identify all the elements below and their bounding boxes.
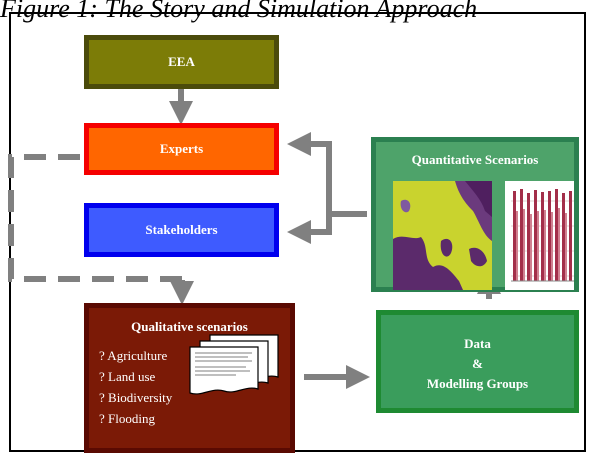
figure-title: Figure 1: The Story and Simulation Appro… <box>0 0 478 23</box>
qualitative-scenarios-label: Qualitative scenarios <box>131 319 248 334</box>
experts-box: Experts <box>84 123 279 175</box>
modelling-groups-label: Modelling Groups <box>426 375 529 391</box>
eea-box: EEA <box>84 35 279 89</box>
experts-label: Experts <box>159 141 204 156</box>
list-item: ? Biodiversity <box>99 390 173 405</box>
data-modelling-groups-box: Data & Modelling Groups <box>376 310 579 413</box>
eea-label: EEA <box>168 54 195 69</box>
quantitative-scenarios-box: Quantitative Scenarios <box>371 137 579 292</box>
stakeholders-label: Stakeholders <box>145 222 218 237</box>
list-item: ? Land use <box>99 369 156 384</box>
document-stack-icon <box>186 333 282 397</box>
list-item: ? Flooding <box>99 411 155 426</box>
data-label: Data <box>464 335 491 351</box>
ampersand-label: & <box>472 355 483 371</box>
quantitative-scenarios-label: Quantitative Scenarios <box>411 152 539 167</box>
list-item: ? Agriculture <box>99 348 168 363</box>
europe-map-thumbnail <box>393 181 492 290</box>
stakeholders-box: Stakeholders <box>84 203 279 257</box>
qualitative-list: ? Agriculture ? Land use ? Biodiversity … <box>89 345 290 429</box>
bar-chart-thumbnail <box>505 181 574 290</box>
